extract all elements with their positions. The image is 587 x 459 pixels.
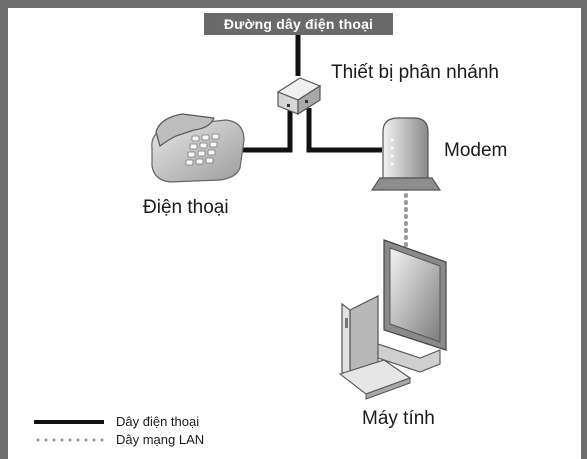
legend-solid-line-swatch [34,419,104,424]
legend-phone-line: Dây điện thoại [34,414,199,429]
monitor-screen [389,247,441,343]
splitter-to-phone-cable [230,108,293,153]
frame-top-border [0,0,587,8]
phone-line-cables [230,35,382,153]
splitter-label: Thiết bị phân nhánh [331,62,499,83]
modem-icon [370,117,442,191]
splitter-icon [276,77,322,116]
phone-line-title: Đường dây điện thoại [204,13,393,35]
phone-label: Điện thoại [143,197,229,218]
legend-lan-cable-label: Dây mạng LAN [116,432,205,447]
frame-left-border [0,8,8,459]
computer-icon [338,239,447,400]
splitter-to-modem-cable [306,108,382,153]
frame-right-border [581,8,587,459]
legend-lan-cable: Dây mạng LAN [34,432,204,447]
computer-label: Máy tính [362,408,435,429]
modem-label: Modem [444,140,508,161]
legend-phone-line-label: Dây điện thoại [116,414,200,429]
telephone-icon [151,113,245,183]
legend-dotted-line-swatch [34,437,104,442]
monitor-stand [377,343,441,373]
